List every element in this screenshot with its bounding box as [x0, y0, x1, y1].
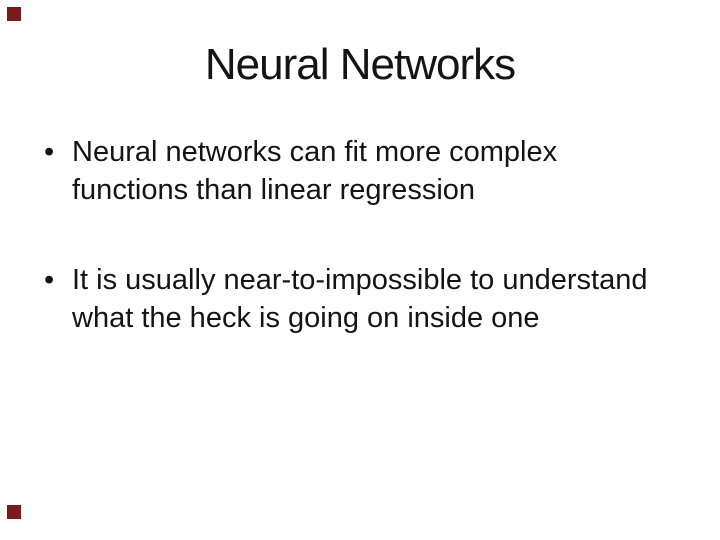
corner-accent-top-left	[7, 7, 21, 21]
bullet-line: functions than linear regression	[72, 174, 476, 206]
bullet-line: Neural networks can fit more complex	[72, 136, 558, 168]
bullet-marker: •	[44, 264, 55, 296]
bullet-marker: •	[44, 136, 55, 168]
bullet-list: • Neural networks can fit more complex f…	[36, 133, 696, 337]
bullet-item: • Neural networks can fit more complex f…	[36, 133, 696, 209]
bullet-item: • It is usually near-to-impossible to un…	[36, 261, 696, 337]
corner-accent-bottom-left	[7, 505, 21, 519]
bullet-line: It is usually near-to-impossible to unde…	[72, 264, 648, 296]
slide-title: Neural Networks	[204, 40, 516, 89]
bullet-line: what the heck is going on inside one	[72, 302, 540, 334]
